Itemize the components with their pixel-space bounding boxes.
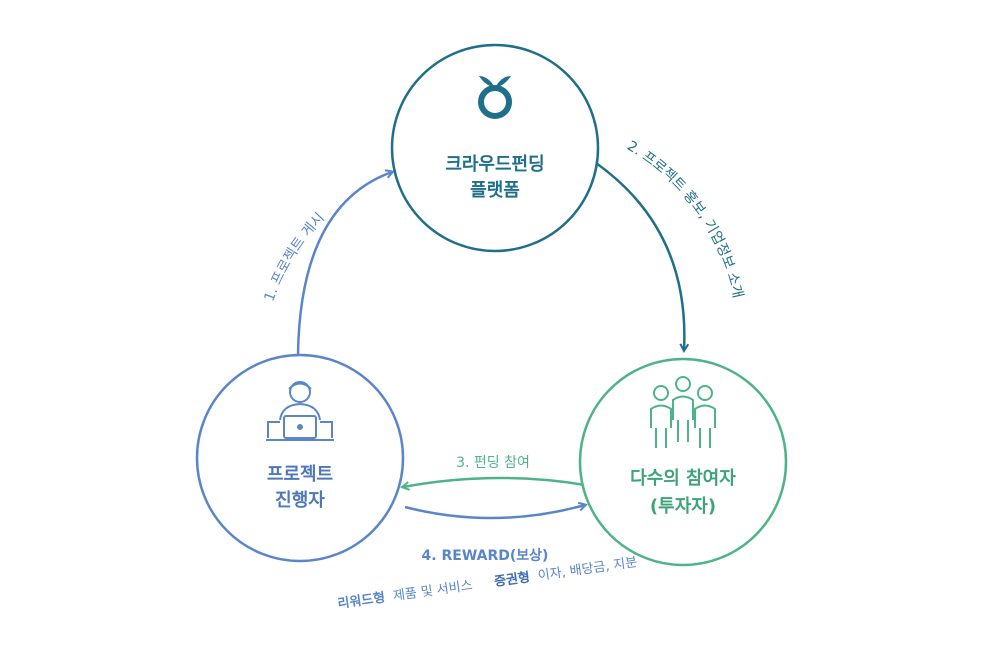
sprout-logo-icon (478, 76, 512, 119)
investors-label-line2: (투자자) (650, 496, 716, 517)
edge-label-participate: 3. 펀딩 참여 (456, 455, 530, 471)
people-group-icon (650, 376, 716, 448)
platform-label-line2: 플랫폼 (470, 180, 520, 201)
platform-label-line1: 크라우드펀딩 (445, 154, 544, 175)
edge-label-post-project: 1. 프로젝트 게시 (262, 210, 328, 304)
investors-label-line1: 다수의 참여자 (630, 468, 736, 489)
edge-label-promote-project: 2. 프로젝트 홍보, 기업정보 소개 (624, 138, 745, 300)
node-investors: 다수의 참여자 (투자자) (578, 357, 788, 567)
person-laptop-icon (266, 381, 334, 441)
edge-label-reward: 4. REWARD(보상) (422, 548, 549, 564)
creator-label-line2: 진행자 (275, 490, 325, 511)
node-platform: 크라우드펀딩 플랫폼 (390, 43, 600, 253)
securities-type-label: 증권형 (493, 569, 531, 590)
edge-post-project (296, 172, 392, 356)
reward-type-label: 리워드형 (337, 590, 387, 613)
creator-label-line1: 프로젝트 (267, 464, 333, 485)
reward-type-desc: 제품 및 서비스 (392, 578, 473, 604)
node-creator: 프로젝트 진행자 (195, 353, 405, 563)
securities-type-desc: 이자, 배당금, 지분 (537, 555, 638, 584)
edge-promote-project (595, 161, 684, 350)
edge-participate (403, 476, 586, 487)
edge-reward (404, 505, 585, 520)
